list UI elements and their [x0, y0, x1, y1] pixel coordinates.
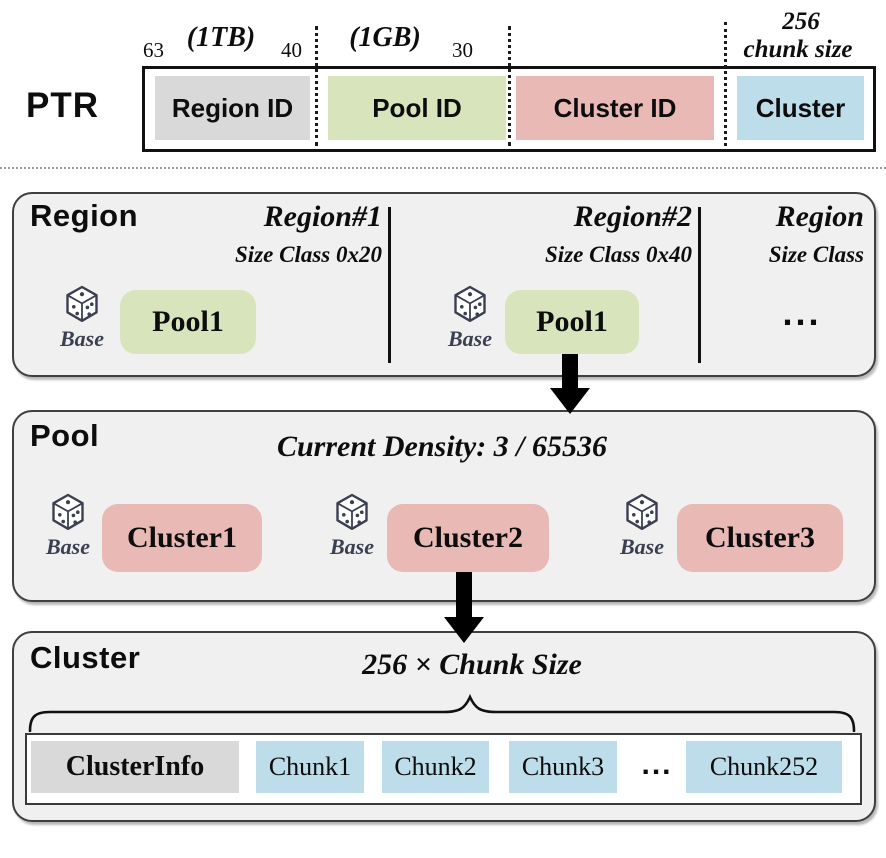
overbrace	[28, 694, 856, 732]
dice-icon	[66, 285, 98, 322]
dice-icon	[336, 493, 368, 530]
region-panel-title: Region	[30, 198, 139, 233]
pool1-pill: Pool1	[505, 290, 639, 354]
more-regions-ellipsis: ...	[782, 292, 822, 333]
more-chunks-ellipsis: ...	[641, 748, 673, 781]
cluster3-pill: Cluster3	[677, 504, 843, 572]
base-label: Base	[60, 326, 104, 351]
bit-index-63: 63	[143, 38, 164, 62]
region-n-name: Region	[775, 200, 864, 233]
bit-boundary-divider	[508, 26, 511, 146]
bit-boundary-divider	[315, 26, 318, 146]
bit-index-40: 40	[281, 38, 302, 62]
pool-density-label: Current Density: 3 / 65536	[276, 430, 608, 463]
cluster2-pill: Cluster2	[387, 504, 549, 572]
pool1-pill: Pool1	[120, 290, 256, 354]
base-label: Base	[620, 534, 664, 559]
cluster1-pill: Cluster1	[102, 504, 262, 572]
down-arrow-icon	[550, 350, 590, 414]
cluster-info-cell: ClusterInfo	[31, 741, 239, 793]
chunk-size-hint: chunk size	[743, 36, 853, 63]
ptr-title: PTR	[26, 86, 99, 125]
region2-name: Region#2	[573, 200, 692, 233]
cluster-panel-title: Cluster	[30, 640, 141, 675]
region1-name: Region#1	[263, 200, 382, 233]
bit-boundary-divider	[724, 22, 727, 146]
section-separator	[0, 167, 886, 169]
pool-panel-title: Pool	[30, 418, 100, 453]
region1-size-class: Size Class 0x20	[235, 242, 382, 267]
dice-icon	[52, 493, 84, 530]
chunk-cell: Chunk2	[382, 741, 489, 793]
cluster-size-label: 256 × Chunk Size	[362, 648, 582, 681]
down-arrow-icon	[444, 563, 484, 643]
region-n-size-class: Size Class	[768, 242, 864, 267]
segment-region-id: Region ID	[155, 76, 310, 140]
dice-icon	[454, 285, 486, 322]
dice-icon	[626, 493, 658, 530]
chunk-cell: Chunk252	[686, 741, 842, 793]
cluster-count-hint: 256	[782, 8, 820, 35]
chunk-cell: Chunk1	[256, 741, 364, 793]
base-label: Base	[330, 534, 374, 559]
segment-cluster: Cluster	[737, 76, 864, 140]
region-column-divider	[698, 207, 701, 363]
region-column-divider	[388, 207, 391, 363]
base-label: Base	[46, 534, 90, 559]
segment-cluster-id: Cluster ID	[516, 76, 714, 140]
base-label: Base	[448, 326, 492, 351]
region-capacity-hint: (1TB)	[186, 22, 256, 53]
bit-index-30: 30	[452, 38, 473, 62]
chunk-cell: Chunk3	[509, 741, 617, 793]
region2-size-class: Size Class 0x40	[545, 242, 692, 267]
segment-pool-id: Pool ID	[328, 76, 506, 140]
pool-capacity-hint: (1GB)	[349, 22, 421, 53]
